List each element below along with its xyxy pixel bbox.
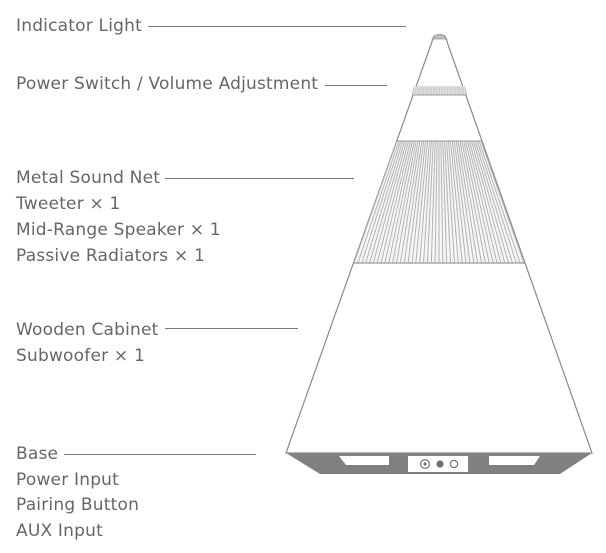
label-indicator-light: Indicator Light [16,16,142,36]
leader-metal-sound-net [165,178,354,179]
label-aux-input: AUX Input [16,521,103,541]
ring-rib [411,86,415,95]
grille-rib [423,140,432,264]
base-cutout-right [489,456,540,465]
grille-rib [384,140,413,264]
ring-rib [459,86,462,95]
label-subwoofer: Subwoofer × 1 [16,346,145,366]
grille-rib [446,140,455,264]
grille-rib [357,140,400,264]
grille-rib [376,140,409,264]
leader-base [64,454,256,455]
label-base: Base [16,444,59,464]
ring-rib [417,86,420,95]
grille-lines [353,140,525,264]
grille-rib [471,140,506,264]
ring-rib [451,86,454,95]
label-power-input: Power Input [16,470,120,490]
ring-rib [457,86,460,95]
grille-rib [442,140,448,264]
grille-rib [474,140,513,264]
indicator-light [431,33,448,40]
grille-rib [403,140,423,264]
ring-rib [449,86,451,95]
grille-rib [461,140,486,264]
grille-rib [478,140,521,264]
grille-rib [469,140,502,264]
grille-rib [415,140,428,264]
grille-rib [388,140,415,264]
grille-rib [372,140,407,264]
grille-rib [455,140,475,264]
grille-rib [411,140,427,264]
grille-rib [407,140,425,264]
grille-rib [361,140,402,264]
ring-rib [430,86,433,95]
label-passive-radiators: Passive Radiators × 1 [16,246,206,266]
ring-rib [422,86,425,95]
grille-rib [392,140,417,264]
leader-indicator-light [148,26,406,27]
grille-rib [453,140,471,264]
grille-rib [419,140,430,264]
grille-rib [472,140,509,264]
grille-rib [380,140,411,264]
grille-rib [444,140,452,264]
ring-texture [411,86,468,95]
label-metal-sound-net: Metal Sound Net [16,168,161,188]
leader-wooden-cabinet [165,328,298,329]
label-power-switch: Power Switch / Volume Adjustment [16,74,319,94]
grille-rib [467,140,498,264]
ring-rib [446,86,449,95]
grille-rib [463,140,490,264]
ring-rib [464,86,468,95]
grille-rib [476,140,517,264]
grille-rib [459,140,482,264]
grille-rib [465,140,494,264]
label-pairing-button: Pairing Button [16,495,140,515]
pairing-button [436,460,444,468]
grille-rib [396,140,419,264]
ring-rib [454,86,457,95]
leader-power-switch [325,85,387,86]
grille-rib [448,140,459,264]
grille-rib [353,140,398,264]
grille-rib [426,140,434,264]
grille-rib [399,140,421,264]
power-input-port [420,459,431,470]
ring-rib [428,86,430,95]
grille-rib [430,140,436,264]
ring-rib [462,86,465,95]
ring-rib [414,86,417,95]
grille-rib [457,140,479,264]
grille-rib [480,140,525,264]
ring-rib [425,86,428,95]
grille-rib [365,140,404,264]
aux-input-port [449,459,459,469]
grille-rib [451,140,467,264]
grille-rib [450,140,463,264]
ring-rib [419,86,422,95]
grille-rib [434,140,438,264]
label-wooden-cabinet: Wooden Cabinet [16,320,159,340]
label-tweeter: Tweeter × 1 [16,194,121,214]
base-cutout-left [339,456,389,465]
label-mid-range: Mid-Range Speaker × 1 [16,220,221,240]
grille-rib [440,140,444,264]
grille-rib [369,140,406,264]
